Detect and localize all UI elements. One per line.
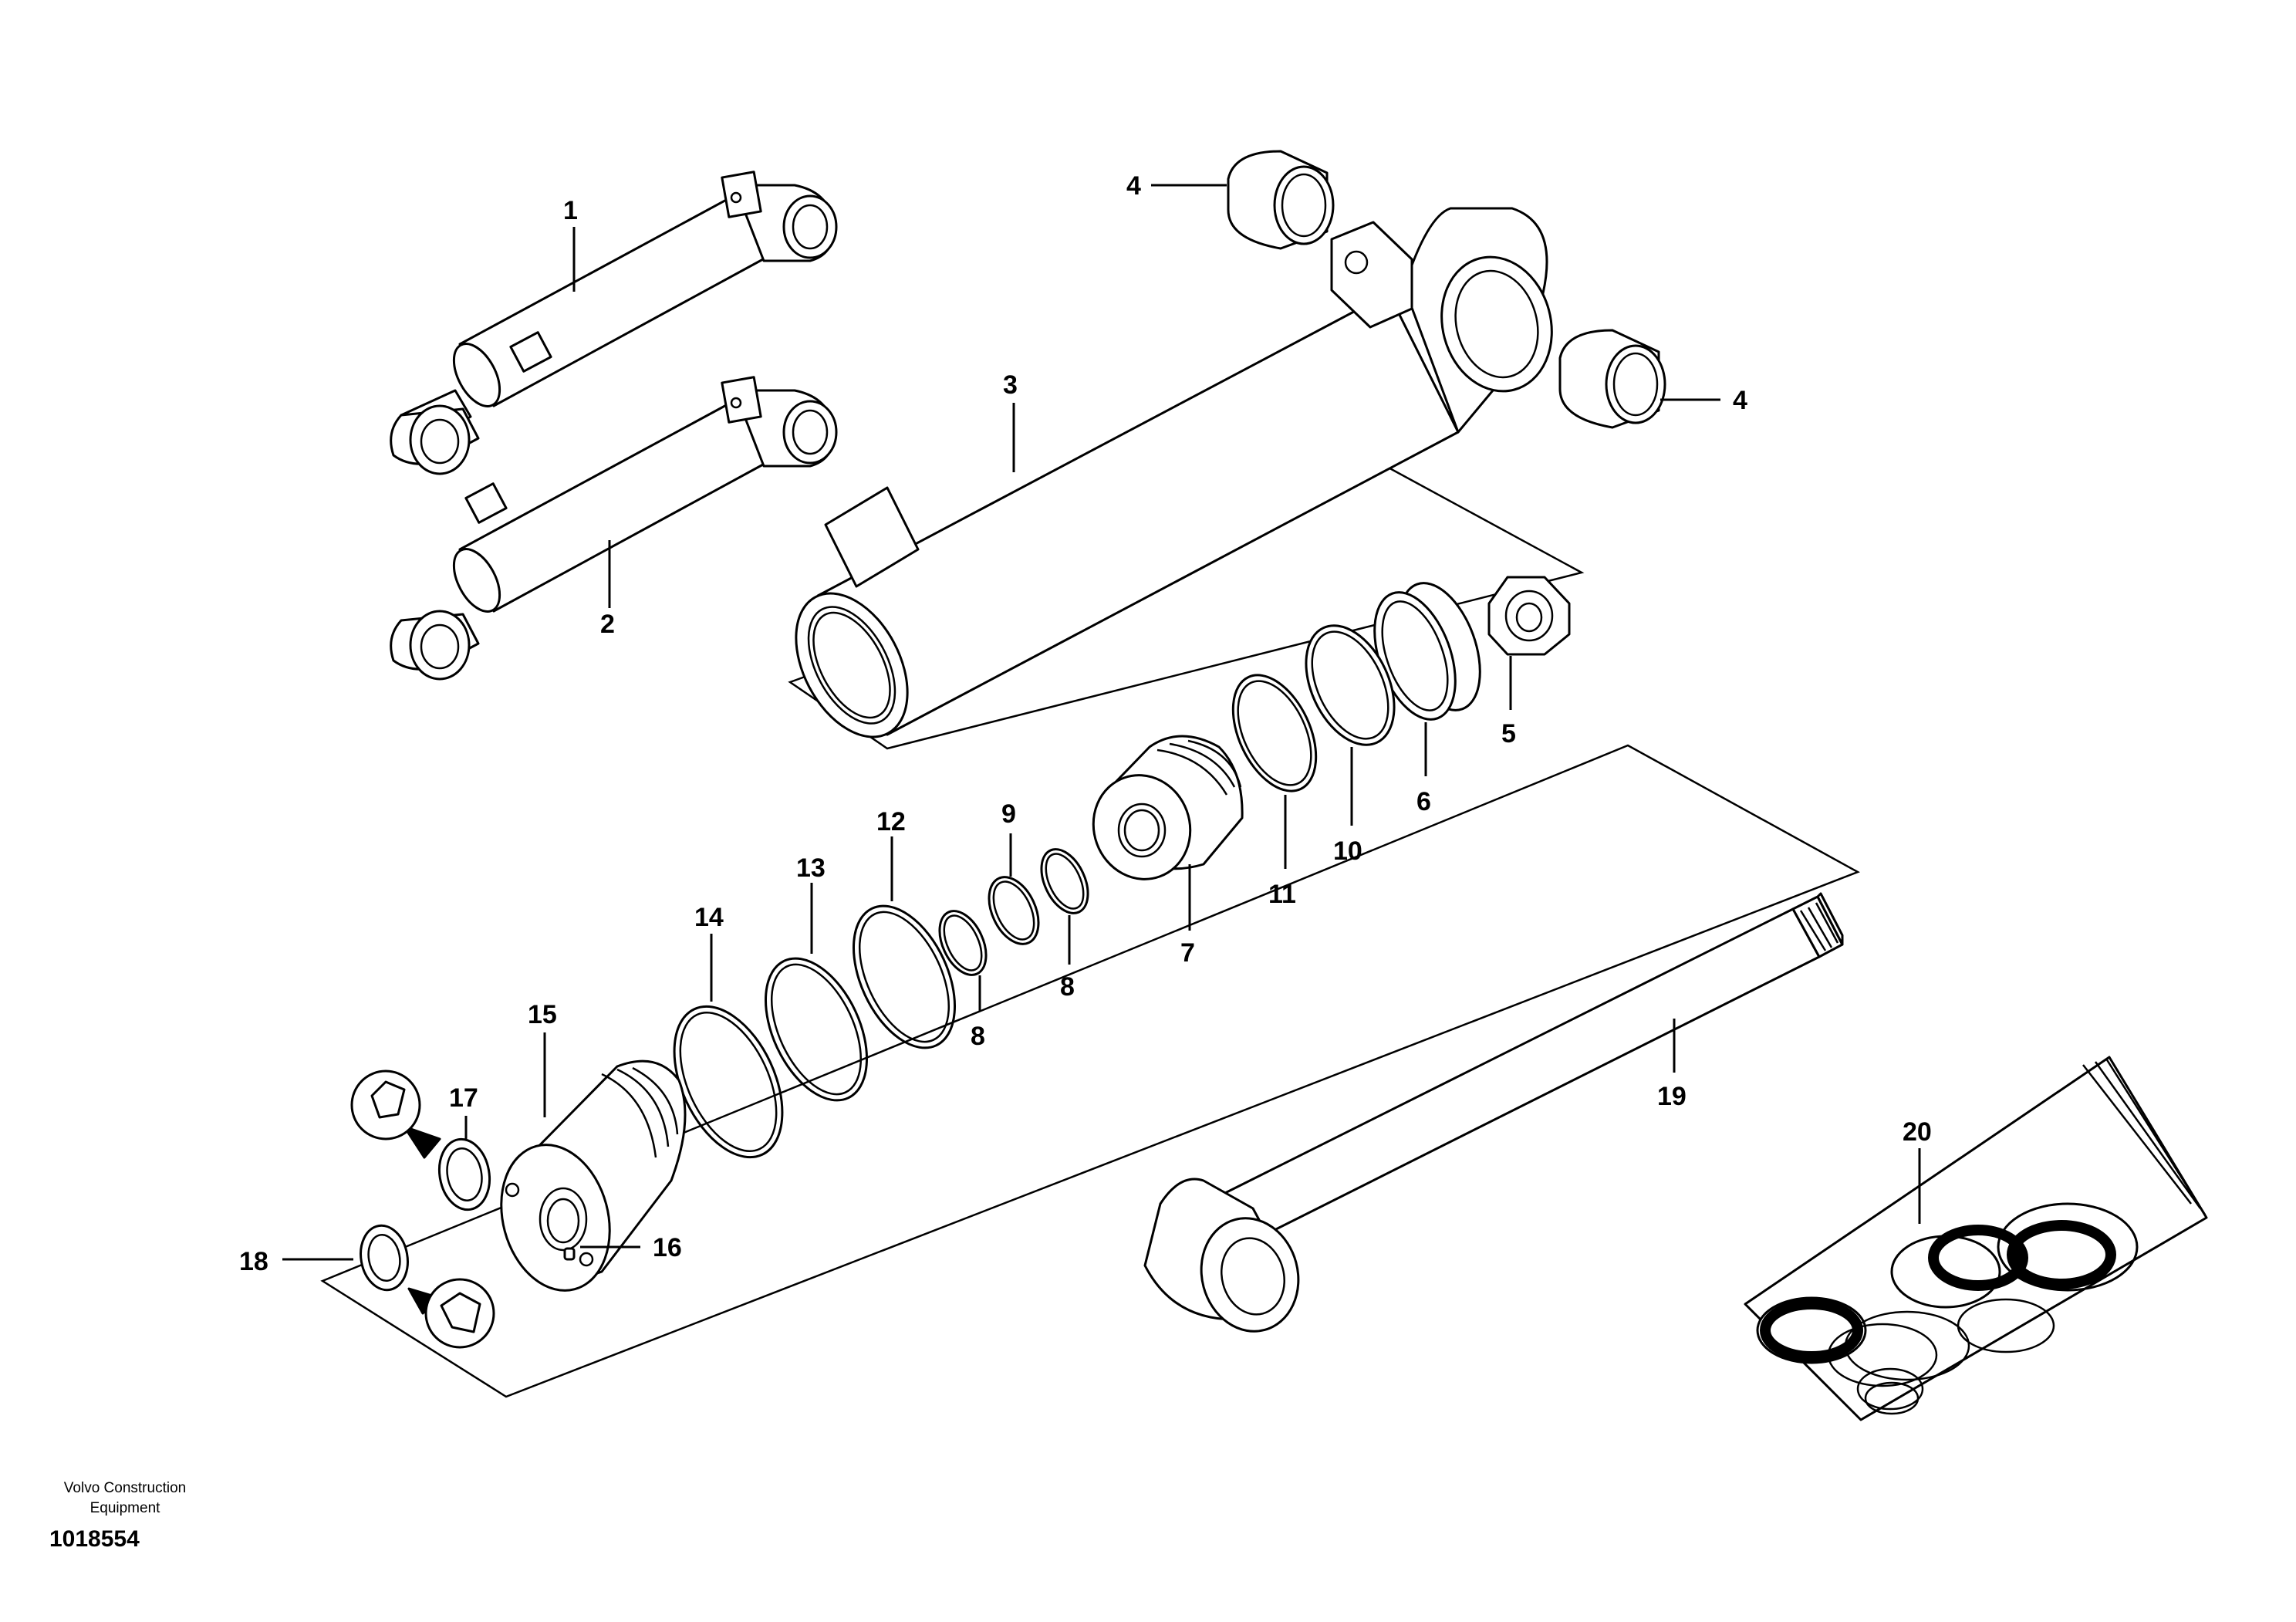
footer: Volvo Construction Equipment 1018554 bbox=[49, 1480, 186, 1552]
cylinder-barrel-part-3 bbox=[788, 207, 1585, 750]
piston-part-7 bbox=[1092, 735, 1244, 880]
callout-7: 7 bbox=[1180, 938, 1195, 968]
o-ring-part-8-left bbox=[938, 910, 988, 976]
callout-9: 9 bbox=[1001, 799, 1016, 829]
callout-labels: 1 2 3 4 4 5 6 7 8 8 9 10 11 12 13 14 15 … bbox=[239, 171, 1932, 1276]
drawing-number: 1018554 bbox=[49, 1526, 140, 1552]
callout-20: 20 bbox=[1903, 1117, 1932, 1147]
callout-17: 17 bbox=[449, 1083, 478, 1113]
callout-16: 16 bbox=[653, 1233, 682, 1262]
ring-part-13 bbox=[764, 957, 869, 1102]
wiper-ring-part-18 bbox=[360, 1224, 495, 1349]
company-name-line1: Volvo Construction bbox=[64, 1480, 186, 1496]
callout-10: 10 bbox=[1333, 836, 1362, 866]
callout-8-right: 8 bbox=[1060, 972, 1075, 1002]
nut-part-5 bbox=[1487, 576, 1571, 656]
callout-18: 18 bbox=[239, 1247, 268, 1276]
cylinder-assembly-part-1 bbox=[390, 171, 838, 475]
wiper-ring-part-17 bbox=[350, 1070, 491, 1211]
callout-4-right: 4 bbox=[1733, 386, 1747, 415]
cylinder-assembly-part-2 bbox=[390, 376, 838, 681]
ring-part-12 bbox=[852, 904, 957, 1049]
leader-lines bbox=[282, 184, 1921, 1261]
callout-1: 1 bbox=[563, 196, 578, 225]
bushing-part-4-top bbox=[1227, 150, 1335, 250]
cylinder-head-part-15 bbox=[500, 1059, 687, 1292]
callout-11: 11 bbox=[1268, 880, 1296, 909]
o-ring-part-9 bbox=[988, 876, 1040, 945]
seal-ring-part-11 bbox=[1231, 674, 1318, 792]
callout-3: 3 bbox=[1003, 370, 1018, 400]
callout-19: 19 bbox=[1657, 1082, 1687, 1111]
callout-6: 6 bbox=[1416, 787, 1431, 816]
seal-ring-part-10 bbox=[1305, 624, 1396, 746]
callout-4-top: 4 bbox=[1126, 171, 1141, 201]
pin-part-16 bbox=[563, 1247, 576, 1261]
callout-15: 15 bbox=[528, 1000, 557, 1029]
seal-kit-part-20 bbox=[1744, 1056, 2208, 1421]
bushing-part-4-right bbox=[1558, 329, 1666, 429]
callout-8-left: 8 bbox=[971, 1022, 985, 1051]
callout-12: 12 bbox=[876, 807, 906, 836]
callout-14: 14 bbox=[694, 903, 724, 932]
guide-ring-part-6 bbox=[1373, 582, 1481, 721]
ring-part-14 bbox=[673, 1005, 784, 1159]
piston-rod-part-19 bbox=[1143, 892, 1844, 1333]
callout-13: 13 bbox=[796, 853, 826, 883]
piston-rod-plate-outline bbox=[320, 744, 1860, 1398]
callout-2: 2 bbox=[600, 610, 615, 639]
company-name-line2: Equipment bbox=[90, 1500, 161, 1516]
o-ring-part-8-right bbox=[1040, 848, 1089, 914]
callout-5: 5 bbox=[1501, 719, 1516, 748]
